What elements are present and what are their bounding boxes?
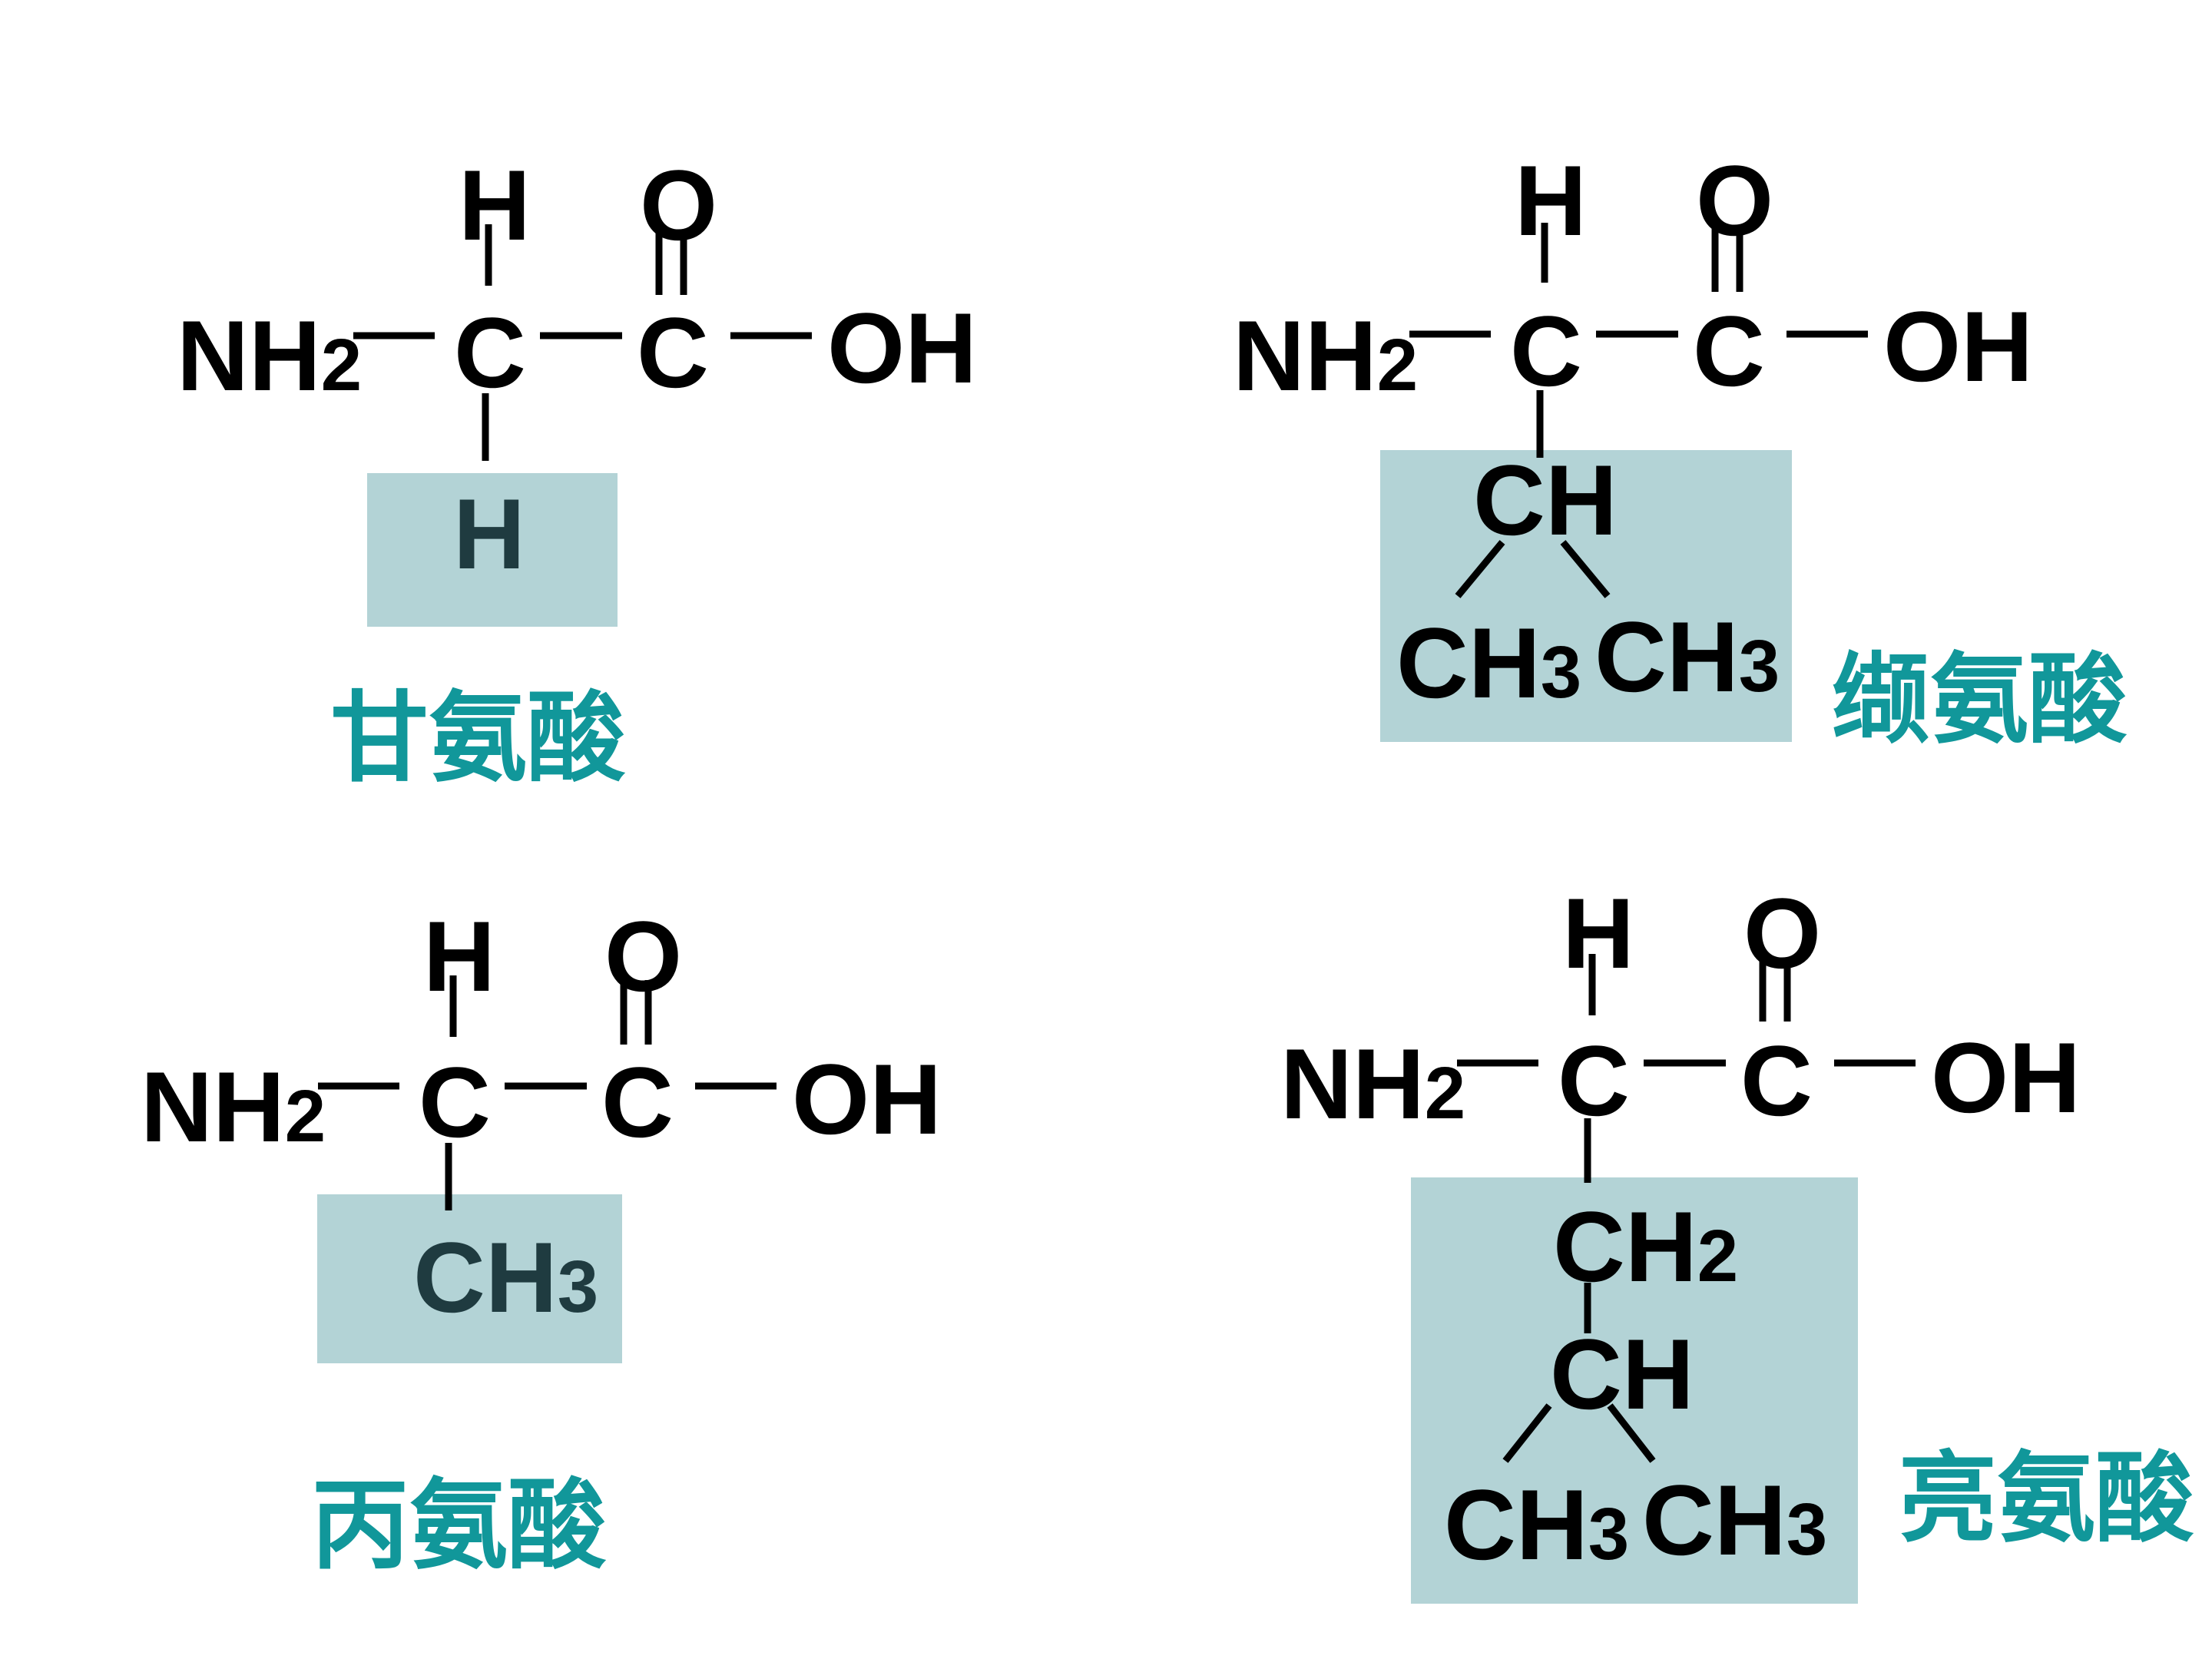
atom-c-carboxyl: C	[1693, 295, 1765, 407]
molecule-name-label: 丙氨酸	[311, 1468, 607, 1583]
bond-ch-ch3-left	[1455, 540, 1505, 598]
group-ch3-left: CH3	[1396, 607, 1581, 719]
atom-c-alpha: C	[1510, 295, 1582, 407]
atom-c-alpha: C	[419, 1046, 491, 1158]
atom-ch: CH	[1550, 1318, 1694, 1430]
atom-h-top: H	[459, 149, 531, 261]
molecule-valine: H O NH2 C C OH CH CH3 CH3 缬氨酸	[1233, 144, 2128, 757]
atom-c-alpha: C	[454, 296, 526, 409]
molecule-name-label: 甘氨酸	[330, 680, 626, 796]
atom-oh: OH	[792, 1043, 942, 1155]
group-amino: NH2	[1233, 300, 1418, 412]
atom-ch3-left: CH	[1444, 1469, 1588, 1581]
atom-c-carboxyl: C	[601, 1046, 674, 1158]
atom-ch3-right: CH	[1594, 601, 1739, 713]
atom-nh: NH	[1233, 300, 1377, 412]
atom-o-carbonyl: O	[1696, 144, 1773, 257]
atom-c-carboxyl: C	[1740, 1025, 1813, 1137]
atom-ch: CH	[1473, 444, 1618, 556]
atom-ch3-left: CH	[1396, 607, 1541, 719]
group-ch3: CH3	[413, 1221, 598, 1333]
bond-ch-ch3-right	[1607, 1403, 1656, 1463]
group-ch2: CH2	[1553, 1190, 1738, 1303]
atom-o-carbonyl: O	[640, 149, 717, 261]
atom-c-alpha: C	[1558, 1025, 1630, 1137]
side-chain-box	[1411, 1177, 1858, 1604]
atom-oh: OH	[1883, 290, 2033, 402]
atom-o-carbonyl: O	[604, 900, 682, 1012]
atom-oh: OH	[827, 292, 977, 404]
atom-nh-subscript: 2	[1377, 324, 1418, 406]
atom-ch3-right-subscript: 3	[1739, 625, 1780, 707]
bond-ch-ch3-right	[1560, 540, 1611, 598]
group-ch3-left: CH3	[1444, 1469, 1629, 1581]
side-chain-box	[317, 1194, 622, 1363]
atom-nh: NH	[1280, 1028, 1425, 1140]
atom-h-top: H	[423, 900, 495, 1012]
group-ch3-right: CH3	[1642, 1464, 1827, 1576]
atom-o-carbonyl: O	[1743, 877, 1821, 989]
atom-ch3-subscript: 3	[558, 1246, 598, 1328]
atom-ch2-subscript: 2	[1697, 1215, 1738, 1297]
atom-ch3-right: CH	[1642, 1464, 1786, 1576]
atom-nh: NH	[177, 300, 321, 412]
atom-h-top: H	[1562, 877, 1634, 989]
molecule-glycine: H O NH2 C C OH H 甘氨酸	[177, 149, 977, 796]
bond-ch-ch3-left	[1502, 1403, 1552, 1463]
atom-ch3-left-subscript: 3	[1588, 1493, 1629, 1575]
atom-c-carboxyl: C	[637, 296, 709, 409]
molecule-leucine: H O NH2 C C OH CH2 CH CH3 CH3 亮氨酸	[1280, 877, 2194, 1604]
group-amino: NH2	[1280, 1028, 1465, 1140]
atom-ch2: CH	[1553, 1190, 1697, 1303]
atom-ch3-left-subscript: 3	[1541, 631, 1581, 714]
atom-side-h: H	[453, 478, 525, 590]
group-amino: NH2	[141, 1051, 326, 1163]
atom-ch3-right-subscript: 3	[1786, 1488, 1827, 1571]
molecule-alanine: H O NH2 C C OH CH3 丙氨酸	[141, 900, 942, 1583]
atom-nh: NH	[141, 1051, 285, 1163]
group-ch3-right: CH3	[1594, 601, 1780, 713]
molecule-name-label: 亮氨酸	[1899, 1441, 2194, 1556]
atom-h-top: H	[1515, 144, 1587, 257]
atom-ch3: CH	[413, 1221, 558, 1333]
side-chain-box	[367, 473, 618, 627]
side-chain-box	[1380, 450, 1792, 742]
group-amino: NH2	[177, 300, 362, 412]
molecule-name-label: 缬氨酸	[1832, 642, 2128, 757]
atom-oh: OH	[1931, 1022, 2081, 1134]
